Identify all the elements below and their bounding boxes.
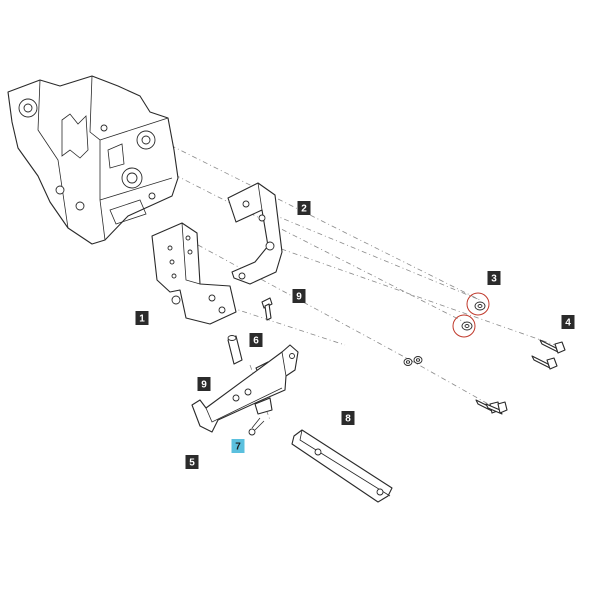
pin <box>227 335 243 365</box>
callout-box <box>487 271 501 285</box>
callout-number: 9 <box>201 380 207 391</box>
callout-5: 5 <box>185 455 199 469</box>
callout-box <box>561 315 575 329</box>
callout-4: 4 <box>561 315 575 329</box>
callout-3: 3 <box>487 271 501 285</box>
callout-number: 4 <box>565 318 571 329</box>
gearbox-housing <box>7 75 179 245</box>
callout-2: 2 <box>297 201 311 215</box>
callout-box <box>297 201 311 215</box>
callout-number: 1 <box>139 314 145 325</box>
callout-7: 7 <box>231 439 245 453</box>
drawbar <box>291 429 393 503</box>
drawbar-bracket <box>191 344 299 433</box>
callout-box <box>135 311 149 325</box>
callout-6: 6 <box>249 333 263 347</box>
callout-box <box>341 411 355 425</box>
cotter-pin <box>248 417 265 436</box>
callout-box <box>249 333 263 347</box>
bolts-right <box>475 339 566 415</box>
callout-box <box>185 455 199 469</box>
callout-1: 1 <box>135 311 149 325</box>
upper-bracket <box>227 182 283 285</box>
lower-bracket <box>151 222 237 325</box>
callout-9a: 9 <box>292 289 306 303</box>
callout-number: 5 <box>189 458 195 469</box>
callout-number: 6 <box>253 336 259 347</box>
callout-number: 8 <box>345 414 351 425</box>
bolt-upper <box>261 297 273 321</box>
callout-number: 3 <box>491 274 497 285</box>
callout-tags: 1 2 3 4 5 6 7 8 9 9 <box>135 201 575 469</box>
washers <box>403 301 486 366</box>
callout-9b: 9 <box>197 377 211 391</box>
callout-number: 9 <box>296 292 302 303</box>
callout-box <box>292 289 306 303</box>
callout-box <box>231 439 245 453</box>
washer-highlight-circles <box>452 292 490 338</box>
callout-box <box>197 377 211 391</box>
callout-number: 7 <box>235 442 241 453</box>
callout-number: 2 <box>301 204 307 215</box>
callout-8: 8 <box>341 411 355 425</box>
